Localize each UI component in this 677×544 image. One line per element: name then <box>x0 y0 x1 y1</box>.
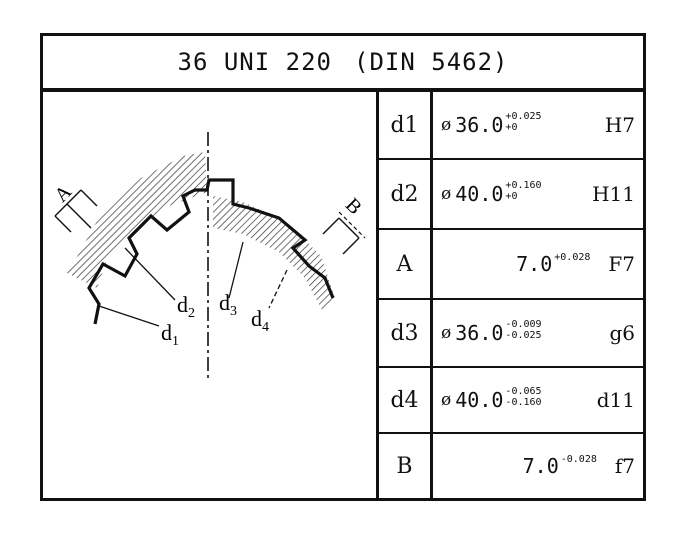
row-symbol: d1 <box>379 92 433 158</box>
label-d4: d4 <box>251 306 269 335</box>
spline-profile-diagram: A B d2 d1 d3 d4 <box>50 132 366 382</box>
row-value: ø 40.0 -0.065 -0.160 d11 <box>433 368 643 432</box>
nominal-value: 7.0 <box>516 252 553 276</box>
table-row: d4 ø 40.0 -0.065 -0.160 d11 <box>379 368 643 434</box>
row-symbol: d4 <box>379 368 433 432</box>
title-standard: 36 UNI 220 <box>177 48 332 76</box>
tolerance-lower: +0 <box>505 122 518 133</box>
row-value: 7.0 +0.028 F7 <box>433 230 643 298</box>
spline-spec-sheet: 36 UNI 220 (DIN 5462) A <box>40 33 646 501</box>
tolerance: +0.160 +0 <box>505 180 541 202</box>
nominal-value: 36.0 <box>455 113 504 137</box>
row-symbol: d3 <box>379 300 433 366</box>
row-symbol: A <box>379 230 433 298</box>
dimension-label-b: B <box>341 194 366 219</box>
page-title: 36 UNI 220 (DIN 5462) <box>43 36 643 92</box>
fit-class: g6 <box>609 321 635 345</box>
tolerance-lower: -0.160 <box>505 397 542 408</box>
tolerance: +0.025 +0 <box>505 111 541 133</box>
fit-class: H7 <box>604 113 635 137</box>
row-value: ø 36.0 +0.025 +0 H7 <box>433 92 643 158</box>
label-d3: d3 <box>219 290 237 319</box>
table-row: d2 ø 40.0 +0.160 +0 H11 <box>379 160 643 230</box>
tolerance-lower: -0.025 <box>505 330 542 341</box>
tolerance-lower: +0 <box>505 191 518 202</box>
spline-profile-line <box>87 178 335 325</box>
row-value: ø 36.0 -0.009 -0.025 g6 <box>433 300 643 366</box>
shaft-hatching-right <box>213 196 335 312</box>
tolerance: +0.028 <box>554 252 590 263</box>
tolerance-upper: -0.065 <box>505 386 542 397</box>
dimension-label-a: A <box>50 180 76 206</box>
row-value: 7.0 -0.028 f7 <box>433 434 643 498</box>
tolerance: -0.065 -0.160 <box>505 386 541 408</box>
row-symbol: B <box>379 434 433 498</box>
spline-drawing: A B d2 d1 d3 d4 <box>43 92 379 498</box>
table-row: A 7.0 +0.028 F7 <box>379 230 643 300</box>
fit-class: f7 <box>614 454 635 478</box>
tolerance: -0.028 <box>561 454 597 465</box>
nominal-value: 40.0 <box>455 388 504 412</box>
nominal-value: 7.0 <box>522 454 559 478</box>
label-d2: d2 <box>177 292 195 321</box>
row-symbol: d2 <box>379 160 433 228</box>
dimension-table: d1 ø 36.0 +0.025 +0 H7 d2 ø 40.0 +0.160 … <box>379 92 643 498</box>
tolerance-upper: -0.028 <box>560 453 597 465</box>
table-row: d3 ø 36.0 -0.009 -0.025 g6 <box>379 300 643 368</box>
tolerance-upper: +0.160 <box>505 180 542 191</box>
fit-class: d11 <box>596 388 635 412</box>
label-d1: d1 <box>161 320 179 349</box>
diameter-symbol: ø <box>441 184 452 204</box>
tolerance-upper: +0.028 <box>554 251 591 263</box>
nominal-value: 36.0 <box>455 321 504 345</box>
tolerance-upper: -0.009 <box>505 319 542 330</box>
tolerance: -0.009 -0.025 <box>505 319 541 341</box>
tolerance-upper: +0.025 <box>505 111 542 122</box>
nominal-value: 40.0 <box>455 182 504 206</box>
diameter-symbol: ø <box>441 390 452 410</box>
table-row: B 7.0 -0.028 f7 <box>379 434 643 498</box>
fit-class: F7 <box>608 252 635 276</box>
diameter-symbol: ø <box>441 323 452 343</box>
fit-class: H11 <box>592 182 635 206</box>
title-din-reference: (DIN 5462) <box>354 48 509 76</box>
table-row: d1 ø 36.0 +0.025 +0 H7 <box>379 92 643 160</box>
diameter-symbol: ø <box>441 115 452 135</box>
hub-hatching-left <box>65 152 207 288</box>
row-value: ø 40.0 +0.160 +0 H11 <box>433 160 643 228</box>
